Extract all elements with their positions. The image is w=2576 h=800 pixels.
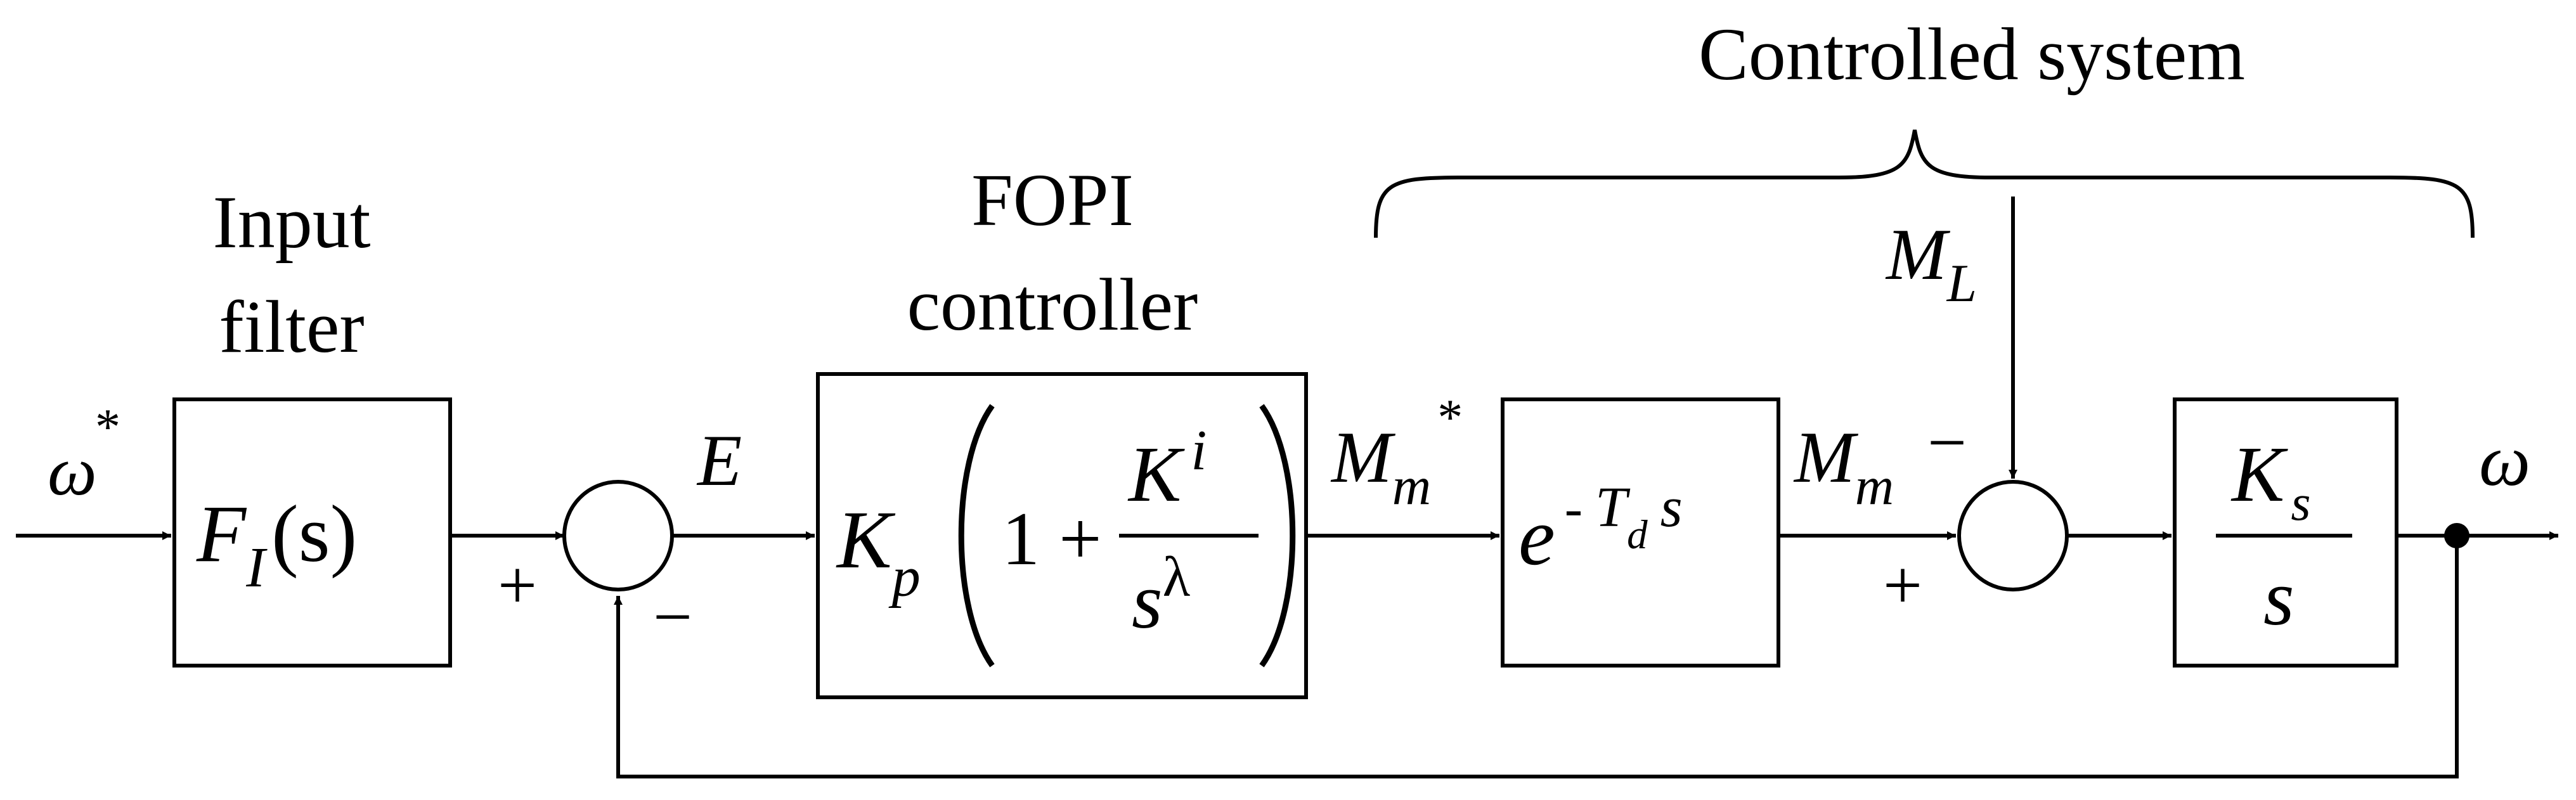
input-filter-label-line1: Input (212, 181, 370, 264)
fopi-left-paren (958, 404, 995, 668)
omega-ref-label: ω (48, 432, 97, 510)
mm-label: Mm (1793, 417, 1894, 516)
mm-star-label: Mm* (1330, 390, 1463, 516)
feedback-wire (614, 536, 2459, 778)
sum2-minus: − (1927, 404, 1967, 481)
delay-block (1501, 397, 1780, 668)
sum2-plus: + (1883, 546, 1922, 624)
fopi-s-lambda: sλ (1132, 546, 1191, 645)
fopi-right-paren (1259, 404, 1296, 668)
controlled-system-brace (1374, 129, 2475, 238)
summing-junction-1 (562, 480, 674, 591)
error-label: E (696, 420, 742, 501)
input-filter-label-line2: filter (219, 285, 364, 368)
fopi-label-line2: controller (907, 263, 1198, 346)
summing-junction-2 (1957, 480, 2069, 591)
input-filter-block (172, 397, 452, 668)
fopi-kp: Kp (836, 494, 921, 609)
omega-ref-star: * (95, 399, 120, 455)
plant-block (2173, 397, 2398, 668)
controlled-system-label: Controlled system (1699, 13, 2245, 96)
sum1-minus: − (653, 578, 692, 655)
sum1-plus: + (498, 546, 537, 624)
plant-s: s (2263, 555, 2294, 642)
fopi-one-plus: 1 + (1002, 496, 1102, 581)
omega-out-label: ω (2479, 420, 2530, 501)
input-filter-expr: FI(s) (196, 489, 357, 599)
ml-label: ML (1885, 214, 1977, 313)
fopi-label-line1: FOPI (971, 158, 1134, 242)
